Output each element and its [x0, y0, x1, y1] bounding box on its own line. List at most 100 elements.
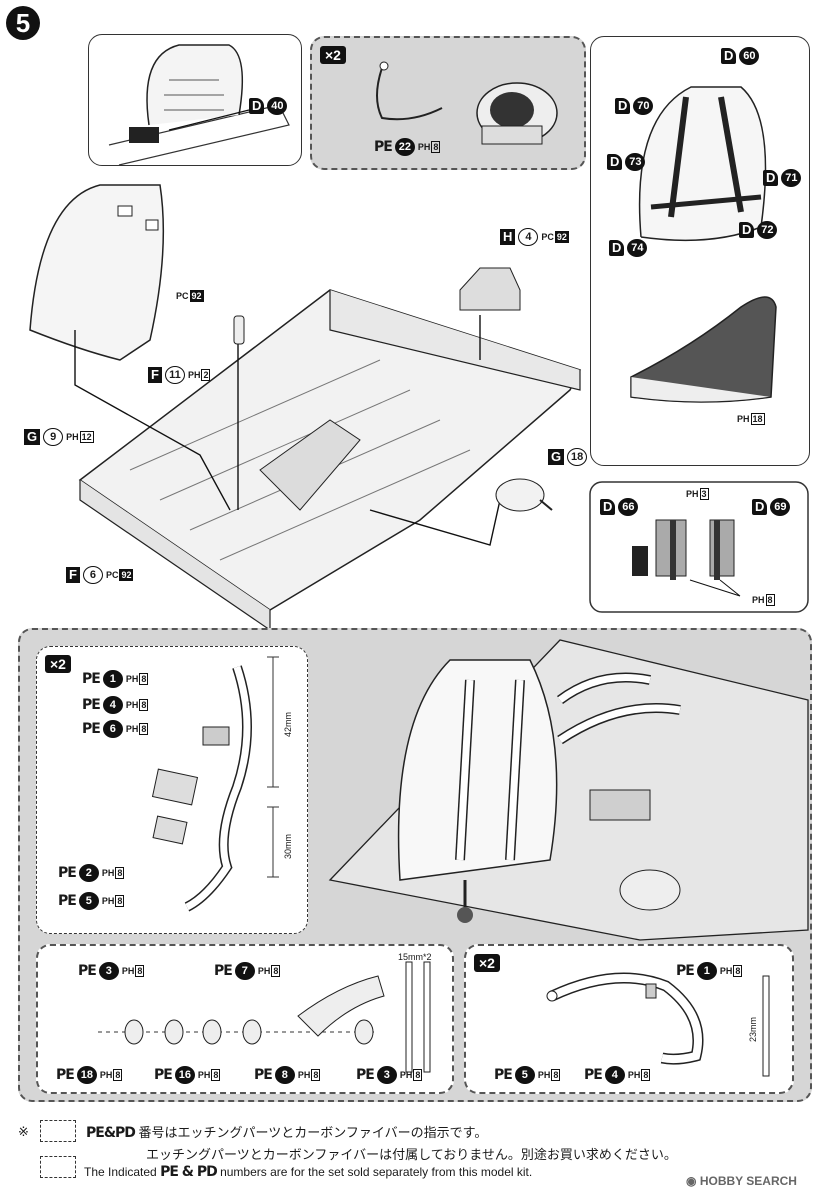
part-d69-label: D 69	[752, 498, 791, 516]
part-number: 40	[267, 97, 288, 115]
pe-number: 1	[696, 962, 717, 980]
part-letter: D	[609, 240, 625, 256]
leader-line-g18	[369, 499, 501, 546]
pe-pd-codes: PE & PD	[160, 1164, 218, 1180]
pe-label: PE	[82, 671, 101, 687]
pe-number: 3	[98, 962, 119, 980]
paint-prefix: PC	[105, 570, 119, 580]
pe-number: 18	[76, 1066, 97, 1084]
paint-number: 8	[431, 141, 441, 153]
pe-number: 5	[78, 892, 99, 910]
part-letter: F	[66, 567, 80, 583]
paint-number: 8	[113, 1069, 123, 1081]
part-letter: D	[615, 98, 631, 114]
seat-slot	[117, 205, 133, 217]
floor-side	[79, 480, 271, 632]
paint-number: 3	[699, 488, 709, 500]
pe-number: 3	[376, 1066, 397, 1084]
pedal-bracket	[632, 546, 648, 576]
step-number: 5	[15, 8, 31, 38]
part-number: 66	[618, 498, 639, 516]
pe-label: PE	[254, 1067, 273, 1083]
part-d70-label: D 70	[615, 97, 654, 115]
footnote-box	[40, 1120, 76, 1142]
paint-number: 8	[139, 699, 149, 711]
paint-prefix: PH	[752, 595, 765, 605]
paint-prefix: PH	[197, 1070, 211, 1080]
dimension-15mm: 15mm*2	[398, 952, 432, 962]
paint-prefix: PH	[66, 432, 79, 442]
paint-prefix: PH	[121, 966, 135, 976]
pedal-strip	[714, 520, 720, 580]
footnote-mark: ※	[18, 1124, 29, 1139]
paint-prefix: PH	[187, 370, 201, 380]
pe-number: 16	[174, 1066, 195, 1084]
part-letter: H	[500, 229, 516, 245]
part-number: 4	[518, 228, 539, 246]
paint-prefix: PH	[719, 966, 733, 976]
part-d60-label: D 60	[721, 47, 760, 65]
harness-seat-drawing	[630, 86, 777, 403]
watermark: ◉ HOBBY SEARCH	[686, 1174, 797, 1188]
part-letter: D	[752, 499, 768, 515]
paint-prefix: PH	[686, 489, 699, 499]
part-letter: G	[548, 449, 565, 465]
shoulder-belt-drawing	[151, 656, 279, 912]
part-d66-label: D 66	[600, 498, 639, 516]
paint-prefix: PH	[125, 674, 139, 684]
buckle-parts-drawing	[98, 961, 431, 1073]
footnote-jp-line1: PE&PD 番号はエッチングパーツとカーボンファイバーの指示です。	[86, 1122, 487, 1141]
lap-belt-drawing	[546, 972, 770, 1077]
part-letter: D	[249, 98, 265, 114]
seat-slot	[145, 219, 159, 231]
paint-prefix: PH	[101, 868, 115, 878]
dimension-23mm: 23mm	[748, 1016, 758, 1042]
pe-number: 6	[102, 720, 123, 738]
paint-prefix: PH	[125, 700, 139, 710]
footnote-en-prefix: The Indicated	[84, 1165, 157, 1179]
engine-drawing	[376, 61, 558, 145]
part-number: 74	[627, 239, 648, 257]
watermark-text: HOBBY SEARCH	[699, 1174, 797, 1188]
part-d72-label: D 72	[739, 221, 778, 239]
paint-number: 8	[115, 895, 125, 907]
paint-number: 8	[551, 1069, 561, 1081]
bucket-seat	[29, 184, 165, 361]
paint-prefix: PH	[257, 966, 271, 976]
part-letter: G	[24, 429, 41, 445]
part-d73-label: D 73	[607, 153, 646, 171]
pe-number: 5	[514, 1066, 535, 1084]
pe-number: 4	[604, 1066, 625, 1084]
paint-number: 8	[733, 965, 743, 977]
paint-number: 92	[189, 290, 204, 302]
part-d74-label: D 74	[609, 239, 648, 257]
footnote-jp-line2: エッチングパーツとカーボンファイバーは付属しておりません。別途お買い求めください…	[146, 1147, 677, 1162]
paint-number: 92	[119, 569, 134, 581]
pe-label: PE	[56, 1067, 75, 1083]
part-letter: D	[721, 48, 737, 64]
part-number: 11	[164, 366, 185, 384]
pe-label: PE	[494, 1067, 513, 1083]
